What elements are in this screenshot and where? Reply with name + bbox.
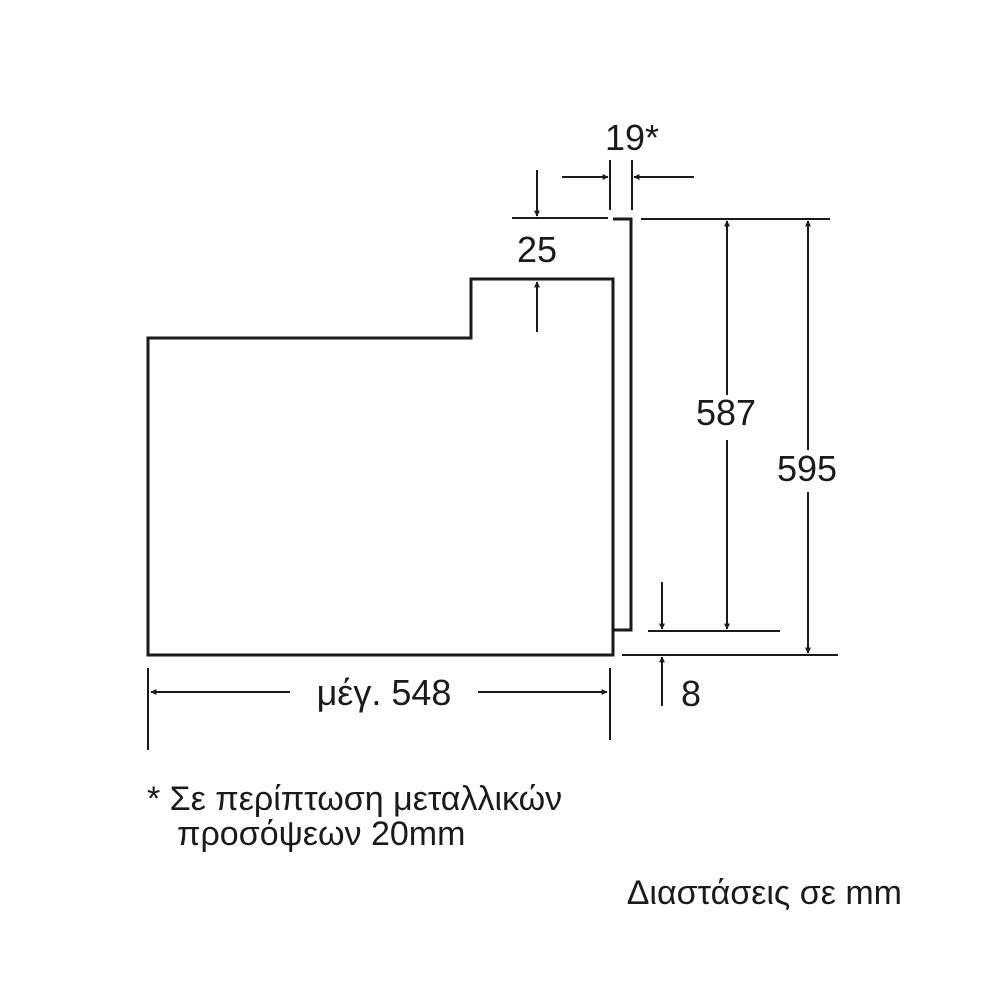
total-height-label: 595 bbox=[777, 448, 837, 489]
inner-height-label: 587 bbox=[696, 392, 756, 433]
oven-front-panel bbox=[613, 217, 633, 632]
top-step-label: 25 bbox=[517, 229, 557, 270]
dim-inner-height: 587 bbox=[696, 220, 756, 630]
dim-total-height: 595 bbox=[777, 220, 837, 654]
footnote-line2: προσόψεων 20mm bbox=[177, 815, 465, 853]
bottom-offset-label: 8 bbox=[681, 673, 701, 714]
footnote-line1: * Σε περίπτωση μεταλλικών bbox=[147, 780, 562, 818]
max-depth-label: μέγ. 548 bbox=[317, 672, 452, 713]
dim-max-depth: μέγ. 548 bbox=[147, 668, 611, 750]
dim-front-thickness: 19* bbox=[562, 117, 694, 210]
front-thickness-label: 19* bbox=[605, 117, 659, 158]
dim-top-step: 25 bbox=[512, 170, 608, 332]
units-note: Διαστάσεις σε mm bbox=[627, 874, 902, 912]
dim-bottom-offset: 8 bbox=[659, 582, 701, 714]
oven-body-outline bbox=[146, 277, 615, 657]
